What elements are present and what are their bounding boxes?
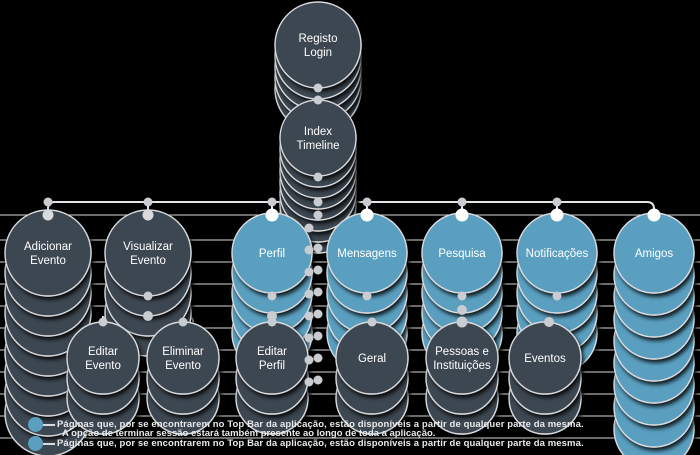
connector-dot bbox=[360, 208, 374, 222]
node-label: Perfil bbox=[259, 248, 285, 260]
connector-dot bbox=[313, 309, 323, 319]
connector-dot bbox=[647, 208, 661, 222]
node-face[interactable] bbox=[66, 321, 140, 395]
node-face[interactable] bbox=[274, 1, 362, 89]
connector-dot bbox=[304, 333, 314, 343]
legend-item: Páginas que, por se encontrarem no Top B… bbox=[28, 436, 584, 451]
connector-dot bbox=[267, 291, 277, 301]
legend-item: Páginas que, por se encontrarem no Top B… bbox=[28, 417, 584, 432]
connector-dot bbox=[313, 353, 323, 363]
connector-dot bbox=[142, 209, 154, 221]
node-label: Notificações bbox=[526, 248, 589, 260]
legend-dot-icon bbox=[28, 436, 43, 451]
connector-dot bbox=[313, 95, 323, 105]
connector-dot bbox=[313, 375, 323, 385]
connector-dot bbox=[313, 210, 323, 220]
connector-dot bbox=[143, 311, 153, 321]
connector-dot bbox=[304, 355, 314, 365]
node-label: Pesquisa bbox=[438, 248, 486, 260]
legend-item-label: Páginas que, por se encontrarem no Top B… bbox=[57, 419, 584, 430]
legend-dot-icon bbox=[28, 417, 43, 432]
legend-stem bbox=[43, 442, 55, 445]
connector-dot bbox=[544, 317, 554, 327]
node-geral[interactable]: Geral bbox=[335, 321, 409, 435]
connector-dot bbox=[455, 208, 469, 222]
connector-dot bbox=[313, 265, 323, 275]
node-label: Amigos bbox=[635, 248, 674, 260]
connector-dot bbox=[143, 197, 153, 207]
node-label: Eventos bbox=[524, 353, 566, 365]
connector-dot bbox=[267, 317, 277, 327]
connector-dot bbox=[98, 317, 108, 327]
legend-stem bbox=[43, 423, 55, 426]
legend-note-label: A opção de terminar sessão estará também… bbox=[62, 428, 436, 439]
node-amigos[interactable]: Amigos bbox=[613, 212, 695, 455]
connector-dot bbox=[267, 197, 277, 207]
connector-dot bbox=[313, 83, 323, 93]
connector-dot bbox=[304, 311, 314, 321]
legend-note: A opção de terminar sessão estará também… bbox=[62, 428, 435, 439]
connector-dot bbox=[367, 317, 377, 327]
connector-dot bbox=[457, 197, 467, 207]
connector-dot bbox=[43, 197, 53, 207]
connector-dot bbox=[362, 291, 372, 301]
node-label: Mensagens bbox=[337, 248, 397, 260]
legend-item-label: Páginas que, por se encontrarem no Top B… bbox=[57, 438, 584, 449]
node-eventos[interactable]: Eventos bbox=[508, 321, 582, 435]
connector-dot bbox=[456, 316, 468, 328]
connector-dot bbox=[552, 291, 562, 301]
node-face[interactable] bbox=[279, 99, 357, 177]
node-face[interactable] bbox=[4, 209, 92, 297]
connector-dot bbox=[362, 197, 372, 207]
connector-dot bbox=[265, 208, 279, 222]
connector-dot bbox=[313, 287, 323, 297]
connector-dot bbox=[457, 291, 467, 301]
connector-dot bbox=[304, 289, 314, 299]
connector-dot bbox=[178, 317, 188, 327]
node-face[interactable] bbox=[104, 209, 192, 297]
connector-dot bbox=[313, 197, 323, 207]
connector-dot bbox=[457, 305, 467, 315]
connector-dot bbox=[304, 223, 314, 233]
node-face[interactable] bbox=[235, 321, 309, 395]
connector-dots bbox=[42, 83, 661, 387]
node-face[interactable] bbox=[146, 321, 220, 395]
connector-dot bbox=[304, 377, 314, 387]
connector-dot bbox=[304, 245, 314, 255]
connector-dot bbox=[304, 267, 314, 277]
connector-dot bbox=[313, 243, 323, 253]
node-face[interactable] bbox=[425, 321, 499, 395]
connector-dot bbox=[143, 291, 153, 301]
connector-dot bbox=[552, 197, 562, 207]
connector-dot bbox=[550, 208, 564, 222]
legend: Páginas que, por se encontrarem no Top B… bbox=[28, 417, 688, 455]
connector-dot bbox=[42, 209, 54, 221]
node-label: Geral bbox=[358, 353, 386, 365]
connector-dot bbox=[313, 172, 323, 182]
connector-dot bbox=[313, 331, 323, 341]
